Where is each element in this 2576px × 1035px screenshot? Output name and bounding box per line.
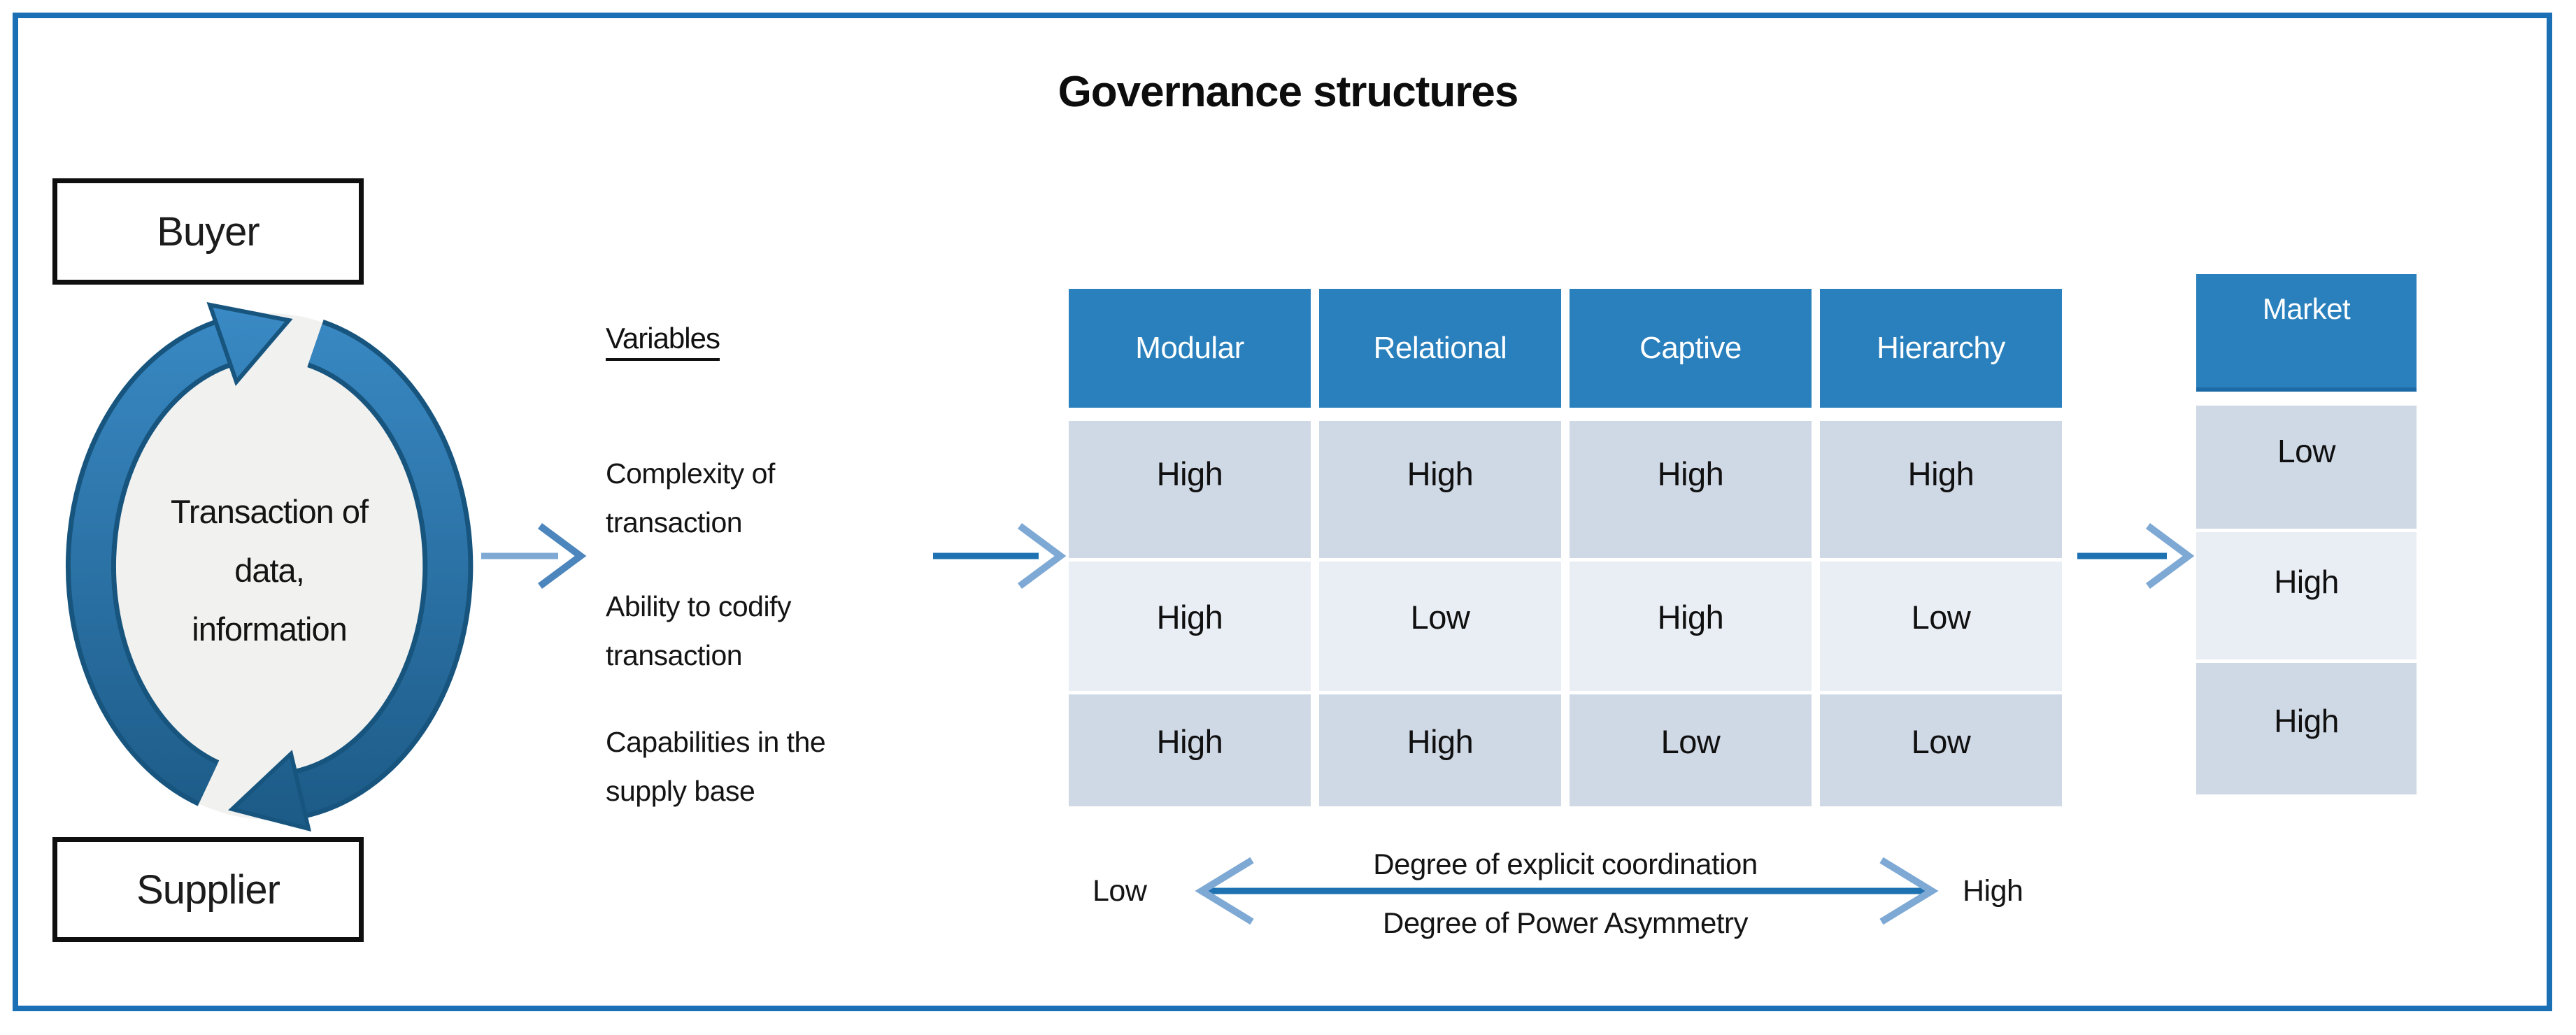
cycle-arrowhead-top-icon — [206, 302, 293, 386]
cycle-center-circle — [68, 313, 471, 820]
table-cell: Low — [1319, 562, 1561, 691]
table-cell: High — [1570, 562, 1812, 691]
table-cell: High — [1069, 694, 1311, 806]
table-cell: High — [1069, 421, 1311, 558]
cycle-arrows-icon — [65, 302, 474, 832]
col-header-hierarchy: Hierarchy — [1820, 289, 2062, 408]
page-title: Governance structures — [1058, 68, 1519, 116]
col-header-relational: Relational — [1319, 289, 1561, 408]
axis-top-caption: Degree of explicit coordination — [1373, 848, 1758, 880]
arrow-circle-to-variables-icon — [481, 522, 587, 590]
axis-double-arrow-icon — [1195, 857, 1939, 925]
table-cell: Low — [1570, 694, 1812, 806]
table-cell: High — [1069, 562, 1311, 691]
col-header-market: Market — [2196, 274, 2417, 392]
axis-bottom-caption: Degree of Power Asymmetry — [1382, 906, 1749, 939]
col-header-captive: Captive — [1570, 289, 1812, 408]
col-header-modular: Modular — [1069, 289, 1311, 408]
arrow-variables-to-table-icon — [933, 522, 1067, 590]
market-cell: High — [2196, 532, 2417, 659]
cycle-arc-right — [295, 324, 469, 814]
arrow-table-to-market-icon — [2077, 522, 2195, 590]
variables-heading: Variables — [606, 322, 720, 361]
table-cell: High — [1319, 421, 1561, 558]
variable-codify: Ability to codify transaction — [606, 590, 791, 671]
supplier-label: Supplier — [136, 866, 280, 913]
table-cell: High — [1319, 694, 1561, 806]
variable-capabilities: Capabilities in the supply base — [606, 726, 826, 807]
market-cell: High — [2196, 663, 2417, 794]
table-cell: Low — [1820, 694, 2062, 806]
table-cell: High — [1570, 421, 1812, 558]
buyer-label: Buyer — [157, 208, 260, 255]
supplier-box: Supplier — [52, 837, 364, 942]
cycle-arrowhead-bottom-icon — [227, 750, 312, 832]
table-cell: High — [1820, 421, 2062, 558]
cycle-arc-left — [70, 324, 230, 802]
buyer-box: Buyer — [52, 178, 364, 285]
cycle-text: Transaction of data, information — [170, 493, 369, 648]
variable-complexity: Complexity of transaction — [606, 457, 775, 538]
market-cell: Low — [2196, 406, 2417, 529]
axis-high-label: High — [1963, 874, 2023, 908]
axis-low-label: Low — [1093, 874, 1147, 908]
table-cell: Low — [1820, 562, 2062, 691]
